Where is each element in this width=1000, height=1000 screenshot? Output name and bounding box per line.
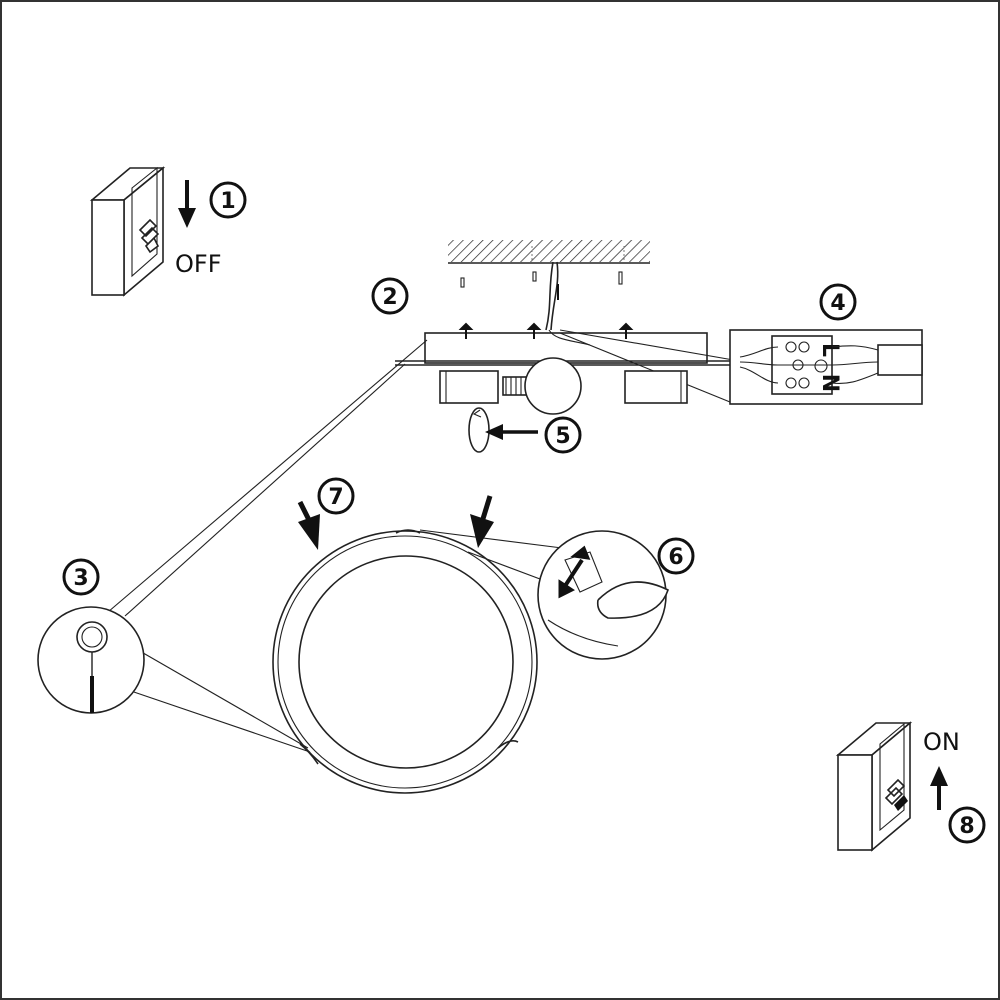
step-8-number: 8: [959, 814, 974, 839]
terminal-neutral-label: N: [817, 374, 842, 392]
step-3-badge: 3: [62, 558, 100, 596]
lamp-holder-right: [624, 370, 688, 404]
step-1-badge: 1: [209, 181, 247, 219]
plate-wires: [548, 329, 746, 403]
clip-callout-lines: [419, 529, 563, 583]
arrow-down-6: [470, 495, 494, 548]
arrow-left-5: [485, 424, 538, 440]
light-bulb: [502, 357, 582, 415]
wall-plugs: [460, 246, 625, 288]
step-7-badge: 7: [317, 477, 355, 515]
step-4-badge: 4: [819, 283, 857, 321]
adjust-arrow-6: [558, 545, 591, 599]
step-6-number: 6: [668, 545, 683, 570]
arrow-up-on: [930, 766, 948, 810]
ceiling-cable: [545, 261, 559, 331]
terminal-block: L N: [771, 335, 842, 395]
step-2-badge: 2: [371, 277, 409, 315]
arrow-down-off: [178, 180, 196, 228]
terminal-wires: [739, 344, 923, 384]
on-label: ON: [923, 728, 960, 756]
step-2-number: 2: [382, 285, 397, 310]
step-3-number: 3: [73, 566, 88, 591]
wall-switch-off: [89, 166, 166, 297]
clip-detail-circle: [537, 530, 669, 660]
step-4-number: 4: [830, 291, 845, 316]
step-7-number: 7: [328, 485, 343, 510]
step-6-badge: 6: [657, 537, 695, 575]
hook-callout-lines: [107, 339, 428, 753]
shade-clips: [299, 529, 519, 765]
step-8-badge: 8: [948, 806, 986, 844]
hook-detail-circle: [37, 606, 145, 714]
ceiling-hatch: [448, 240, 650, 264]
terminal-live-label: L: [817, 343, 842, 357]
step-5-number: 5: [555, 424, 570, 449]
step-1-number: 1: [220, 189, 235, 214]
arrow-down-7: [297, 500, 320, 550]
off-label: OFF: [175, 250, 222, 278]
screws: [458, 322, 634, 339]
lamp-holder-left: [439, 370, 499, 404]
glass-shade: [272, 530, 538, 794]
rotate-icon: [468, 407, 490, 453]
wall-switch-on: [835, 721, 913, 852]
step-5-badge: 5: [544, 416, 582, 454]
